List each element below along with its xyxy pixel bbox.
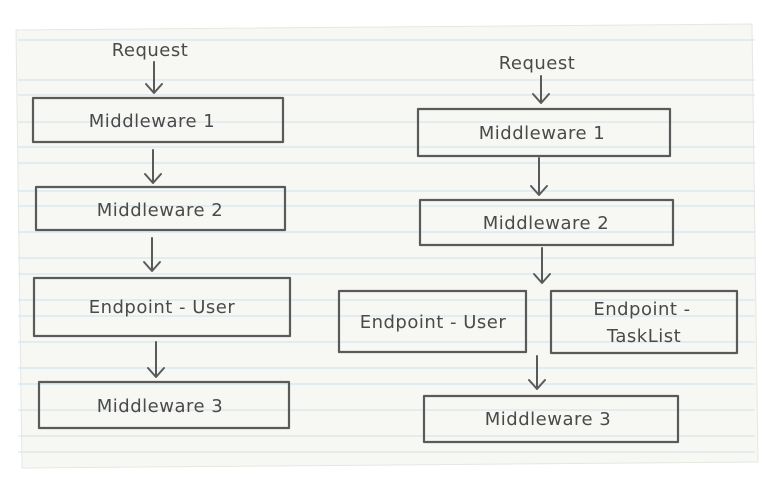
right-middleware-2-label: Middleware 2 (483, 213, 609, 234)
left-middleware-3-label: Middleware 3 (97, 396, 223, 417)
right-middleware-3-label: Middleware 3 (485, 409, 611, 430)
right-flow: Request Middleware 1 Middleware 2 Endpoi… (337, 53, 739, 444)
left-middleware-2-label: Middleware 2 (97, 200, 223, 221)
right-arrow-request-to-mw1 (532, 75, 550, 104)
right-arrow-mw2-to-endpoints (533, 247, 551, 284)
left-middleware-2-box (34, 185, 287, 232)
right-middleware-1-label: Middleware 1 (479, 123, 605, 144)
left-arrow-request-to-mw1 (145, 61, 163, 94)
left-arrow-mw1-to-mw2 (144, 149, 162, 184)
left-endpoint-user-box (32, 276, 292, 338)
right-endpoint-tasklist-box (549, 289, 739, 355)
left-middleware-3-box (37, 380, 291, 430)
left-middleware-1-label: Middleware 1 (89, 111, 215, 132)
left-flow: Request Middleware 1 Middleware 2 Endpoi… (31, 40, 292, 430)
right-request-label: Request (499, 53, 576, 74)
left-arrow-mw2-to-endpoint (143, 237, 161, 272)
left-request-label: Request (112, 40, 189, 61)
right-middleware-3-box (422, 394, 680, 444)
right-arrow-endpoints-to-mw3 (528, 355, 546, 390)
right-middleware-2-box (418, 198, 675, 247)
right-endpoint-tasklist-label-line1: Endpoint - (593, 299, 690, 320)
right-arrow-mw1-to-mw2 (530, 157, 548, 196)
ruled-lines (18, 39, 755, 453)
left-endpoint-user-label: Endpoint - User (89, 297, 236, 318)
left-middleware-1-box (31, 96, 285, 144)
left-arrow-endpoint-to-mw3 (147, 341, 165, 378)
right-middleware-1-box (416, 107, 672, 158)
right-endpoint-user-box (337, 289, 528, 354)
right-endpoint-tasklist-label-line2: TaskList (606, 326, 681, 347)
right-endpoint-user-label: Endpoint - User (360, 312, 507, 333)
notebook-paper (15, 23, 759, 469)
